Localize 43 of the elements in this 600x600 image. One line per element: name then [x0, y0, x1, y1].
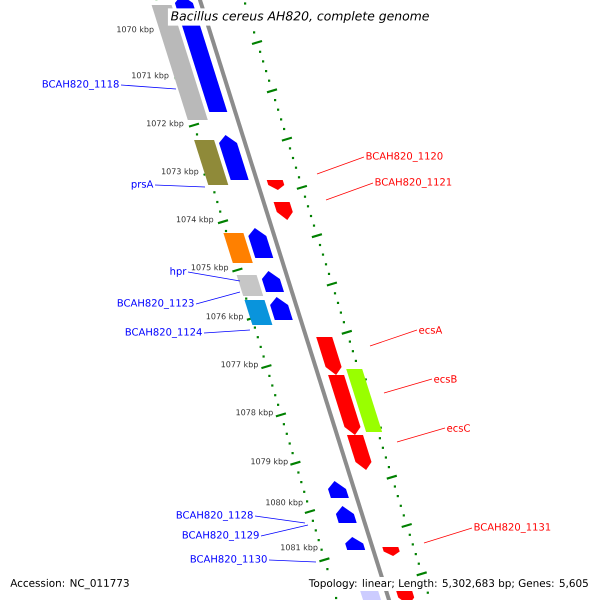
tick-label: 1077 kbp: [222, 361, 258, 369]
tick-label: 1072 kbp: [147, 120, 184, 128]
gene-label: BCAH820_1130: [190, 555, 267, 565]
tick-label: 1081 kbp: [281, 544, 318, 552]
leader-line: [268, 560, 316, 562]
tick-label: 1079 kbp: [251, 458, 288, 466]
tick-label: 1078 kbp: [236, 409, 273, 417]
leader-line: [120, 84, 176, 90]
leader-line: [370, 330, 418, 346]
gene-label: ecsA: [419, 326, 442, 334]
footer-text: Topology: linear; Length: 5,302,683 bp; Genes: 5,605: [306, 576, 591, 592]
tick-label: 1070 kbp: [117, 26, 154, 34]
leader-line: [326, 182, 374, 200]
tick-label: 1073 kbp: [162, 168, 198, 176]
gene-label: BCAH820_1131: [474, 523, 550, 533]
gene-label: BCAH820_1124: [126, 328, 202, 338]
leader-line: [196, 292, 240, 304]
gene-label: BCAH820_1121: [376, 178, 452, 188]
leader-line: [188, 272, 240, 282]
title: Bacillus cereus AH820, complete genome: [168, 8, 432, 26]
gene-label: BCAH820_1123: [118, 299, 194, 309]
leader-line: [424, 528, 472, 544]
leader-line: [260, 524, 308, 536]
leader-line: [396, 428, 446, 442]
gene-label: prsA: [132, 180, 154, 190]
tick-label: 1074 kbp: [176, 216, 214, 224]
gene-label: ecsC: [447, 424, 470, 432]
gene-label: ecsB: [434, 375, 457, 383]
gene-label: BCAH820_1128: [176, 511, 253, 521]
leader-line: [316, 156, 364, 174]
gene-label: BCAH820_1118: [42, 80, 119, 90]
tick-label: 1080 kbp: [266, 499, 303, 507]
gene-label: BCAH820_1120: [366, 152, 442, 162]
footer-text: Accession: NC_011773: [8, 576, 132, 592]
tick-label: 1075 kbp: [192, 264, 228, 272]
gene-label: hpr: [170, 267, 186, 277]
gene-label: BCAH820_1129: [182, 531, 259, 541]
leader-line: [254, 516, 306, 524]
leader-line: [384, 378, 432, 394]
tick-label: 1076 kbp: [206, 313, 244, 321]
leader-line: [154, 184, 206, 188]
tick-label: 1071 kbp: [132, 72, 169, 80]
leader-line: [204, 330, 250, 334]
